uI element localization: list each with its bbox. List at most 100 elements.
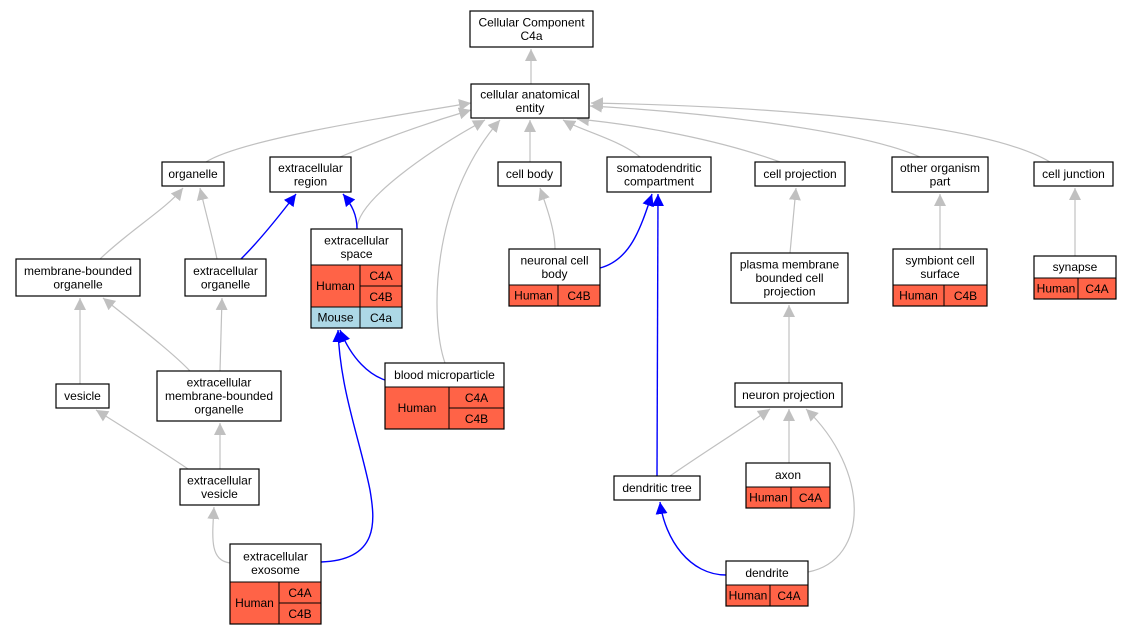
gene-label: C4B	[369, 290, 392, 304]
node-label-line: synapse	[1053, 260, 1098, 274]
node-label-box	[470, 83, 590, 119]
node-border	[508, 248, 601, 307]
node-label-box	[156, 370, 282, 422]
node-label-line: extracellular	[187, 376, 252, 390]
node-border	[1033, 161, 1114, 187]
node-border	[469, 10, 594, 48]
node-border	[179, 468, 260, 506]
node-dendtree[interactable]: dendritic tree	[613, 475, 701, 501]
node-label-line: extracellular	[187, 473, 252, 487]
node-label-line: organelle	[168, 167, 218, 181]
edge-is-a-ecvesicle-to-vesicle	[95, 409, 189, 470]
node-label-box	[613, 475, 701, 501]
node-label-line: membrane-bounded	[24, 264, 132, 278]
node-organelle[interactable]: organelle	[161, 161, 225, 187]
node-border	[613, 475, 701, 501]
node-label-line: surface	[920, 267, 960, 281]
gene-label: C4A	[369, 269, 392, 283]
node-label-box	[508, 248, 601, 286]
node-cellproj[interactable]: cell projection	[754, 161, 846, 187]
species-label: Mouse	[317, 311, 353, 325]
node-border	[156, 370, 282, 422]
edge-is-a-mbo-to-organelle	[99, 187, 184, 260]
edge-part-of-ecorg-to-ecregion	[240, 193, 297, 260]
edge-is-a-exosome-to-ecvesicle	[207, 506, 231, 564]
gene-label: C4B	[954, 289, 977, 303]
node-label-line: region	[294, 174, 327, 188]
node-label-box	[269, 156, 352, 193]
node-border	[892, 248, 988, 307]
edge-is-a-bloodmp-to-cae	[436, 119, 501, 364]
edge-part-of-bloodmp-to-ecspace	[338, 329, 386, 381]
edge-is-a-pmbcp-to-cellproj	[788, 187, 801, 254]
gene-label: C4B	[465, 412, 488, 426]
gene-label: C4B	[288, 607, 311, 621]
edge-is-a-ecmbo-to-mbo	[102, 297, 191, 372]
node-label-line: membrane-bounded	[165, 389, 273, 403]
node-border	[745, 462, 831, 509]
node-label-line: cell junction	[1042, 167, 1105, 181]
node-label-line: dendrite	[745, 566, 789, 580]
node-border	[15, 258, 141, 297]
node-label-box	[310, 228, 403, 266]
gene-label: C4A	[1085, 282, 1108, 296]
node-border	[384, 362, 505, 430]
node-vesicle[interactable]: vesicle	[55, 383, 110, 409]
node-label-line: entity	[516, 101, 545, 115]
node-label-line: extracellular	[243, 549, 308, 563]
node-label-line: C4a	[520, 29, 542, 43]
node-label-line: exosome	[251, 563, 300, 577]
node-border	[470, 83, 590, 119]
node-border	[730, 252, 849, 304]
node-label-line: body	[541, 267, 567, 281]
node-celljunc[interactable]: cell junction	[1033, 161, 1114, 187]
node-border	[734, 382, 843, 408]
edges-layer	[74, 49, 1081, 576]
node-label-line: part	[930, 174, 951, 188]
node-label-line: symbiont cell	[905, 253, 974, 267]
node-label-line: dendritic tree	[622, 481, 692, 495]
edge-is-a-ecmbo-to-ecorg	[215, 297, 228, 372]
edge-is-a-neuronbody-to-cellbody	[538, 187, 556, 250]
species-label: Human	[899, 289, 938, 303]
node-border	[606, 156, 712, 193]
species-label: Human	[235, 596, 274, 610]
gene-label: C4a	[370, 311, 392, 325]
node-border	[229, 543, 322, 625]
node-neuronproj[interactable]: neuron projection	[734, 382, 843, 408]
gene-label: C4B	[567, 289, 590, 303]
gene-label: C4A	[288, 586, 311, 600]
species-label: Human	[514, 289, 553, 303]
gene-label: C4A	[777, 589, 800, 603]
species-label: Human	[398, 401, 437, 415]
node-label-line: vesicle	[64, 389, 101, 403]
node-border	[1033, 255, 1117, 300]
node-label-line: neuronal cell	[520, 253, 588, 267]
edge-part-of-ecspace-to-ecregion	[342, 193, 358, 230]
node-label-line: space	[340, 247, 372, 261]
node-label-line: blood microparticle	[394, 368, 495, 382]
node-label-line: extracellular	[193, 264, 258, 278]
node-cellbody[interactable]: cell body	[497, 161, 562, 187]
node-border	[754, 161, 846, 187]
node-label-line: cell projection	[763, 167, 836, 181]
